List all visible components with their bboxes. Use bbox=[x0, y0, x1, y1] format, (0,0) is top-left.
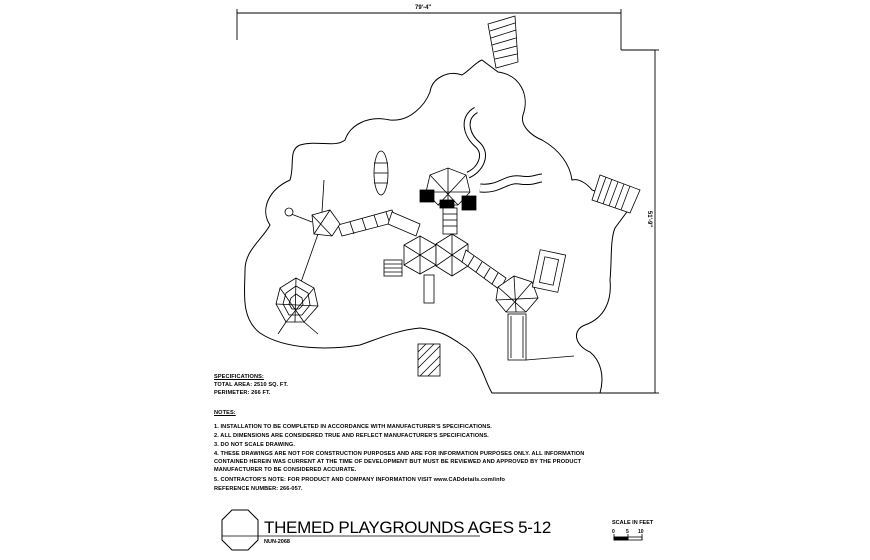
drawing-number: NUN-2068 bbox=[264, 539, 290, 545]
play-structure bbox=[275, 106, 575, 361]
total-area-text: TOTAL AREA: 2510 SQ. FT. bbox=[214, 382, 288, 388]
width-dimension-line bbox=[236, 9, 622, 50]
note-line: MANUFACTURER TO BE CONSIDERED ACCURATE. bbox=[214, 467, 357, 473]
width-dimension-label: 79'-4" bbox=[415, 5, 432, 11]
bench-right bbox=[591, 174, 641, 214]
notes-heading: NOTES: bbox=[214, 410, 236, 416]
perimeter-text: PERIMETER: 266 FT. bbox=[214, 390, 271, 396]
note-line: 1. INSTALLATION TO BE COMPLETED IN ACCOR… bbox=[214, 424, 492, 430]
note-line: 5. CONTRACTOR'S NOTE: FOR PRODUCT AND CO… bbox=[214, 477, 506, 483]
note-line: REFERENCE NUMBER: 266-057. bbox=[214, 486, 303, 492]
drawing-title: THEMED PLAYGROUNDS AGES 5-12 bbox=[264, 518, 551, 537]
octagon-logo bbox=[221, 509, 259, 551]
scale-label: SCALE IN FEET bbox=[612, 520, 654, 526]
note-line: CONTAINED HEREIN WAS CURRENT AT THE TIME… bbox=[214, 459, 582, 465]
note-line: 3. DO NOT SCALE DRAWING. bbox=[214, 442, 296, 448]
bench-top bbox=[487, 15, 519, 69]
scale-tick-label: 10 bbox=[638, 529, 644, 535]
note-line: 4. THESE DRAWINGS ARE NOT FOR CONSTRUCTI… bbox=[214, 451, 585, 457]
safety-zone-outline bbox=[243, 59, 633, 394]
height-dimension-line bbox=[600, 49, 659, 394]
specifications-heading: SPECIFICATIONS: bbox=[214, 374, 264, 380]
scale-bar bbox=[613, 534, 643, 541]
note-line: 2. ALL DIMENSIONS ARE CONSIDERED TRUE AN… bbox=[214, 433, 489, 439]
scale-tick-label: 0 bbox=[612, 529, 615, 535]
scale-tick-label: 5 bbox=[626, 529, 629, 535]
bench-bottom bbox=[417, 343, 441, 377]
